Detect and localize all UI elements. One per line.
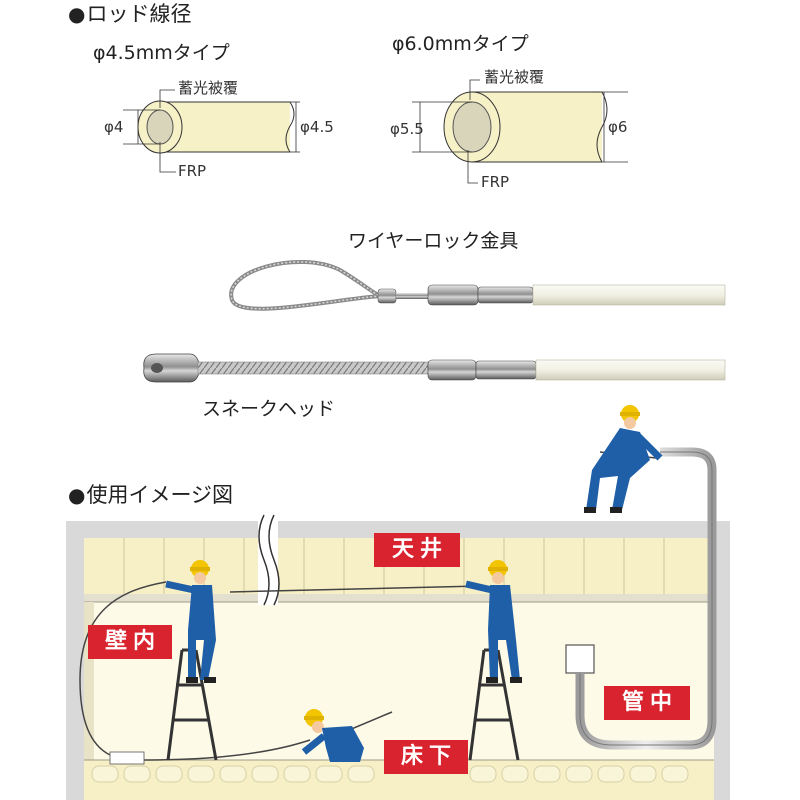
rod-45-core — [146, 109, 174, 145]
label-floor: 床下 — [384, 740, 468, 774]
label-conduit: 管中 — [604, 686, 690, 720]
wire-lock-caption: ワイヤーロック金具 — [348, 230, 519, 252]
type-45-core-label: FRP — [178, 162, 207, 180]
label-ceiling: 天井 — [374, 533, 460, 567]
type-45-outer-dia: φ4.5 — [300, 118, 334, 136]
snake-head-fitting — [143, 353, 726, 383]
type-60-inner-dia: φ5.5 — [390, 120, 424, 138]
worker-floor — [301, 709, 364, 762]
wire-lock-rod — [532, 284, 726, 306]
type-60-outer-dia: φ6 — [608, 118, 628, 136]
type-45-title: φ4.5mmタイプ — [93, 42, 230, 64]
worker-roof — [584, 405, 663, 513]
worker-ceiling — [465, 560, 522, 683]
rod-60-core — [452, 101, 492, 153]
wire-lock-fitting — [229, 260, 726, 311]
snake-head-rod — [535, 359, 726, 381]
snake-head-wire — [197, 361, 429, 375]
type-60-title: φ6.0mmタイプ — [392, 33, 529, 55]
type-60-core-label: FRP — [481, 173, 510, 191]
label-wall: 壁内 — [88, 625, 172, 659]
floor-rod — [139, 739, 311, 761]
rod-diameter-heading: ●ロッド線径 — [68, 2, 192, 26]
type-45-coating-label: 蓄光被覆 — [178, 79, 239, 97]
ceiling-rod — [229, 585, 481, 593]
wall-rod — [79, 581, 167, 756]
rod-45-diagram — [123, 89, 300, 173]
type-60-coating-label: 蓄光被覆 — [484, 68, 545, 86]
junction-box — [565, 644, 595, 674]
type-45-inner-dia: φ4 — [104, 118, 124, 136]
usage-heading: ●使用イメージ図 — [68, 483, 234, 507]
worker-wall — [165, 560, 216, 683]
ladder-left — [166, 648, 218, 761]
rod-60-diagram — [412, 79, 628, 184]
snake-head-caption: スネークヘッド — [202, 398, 336, 420]
